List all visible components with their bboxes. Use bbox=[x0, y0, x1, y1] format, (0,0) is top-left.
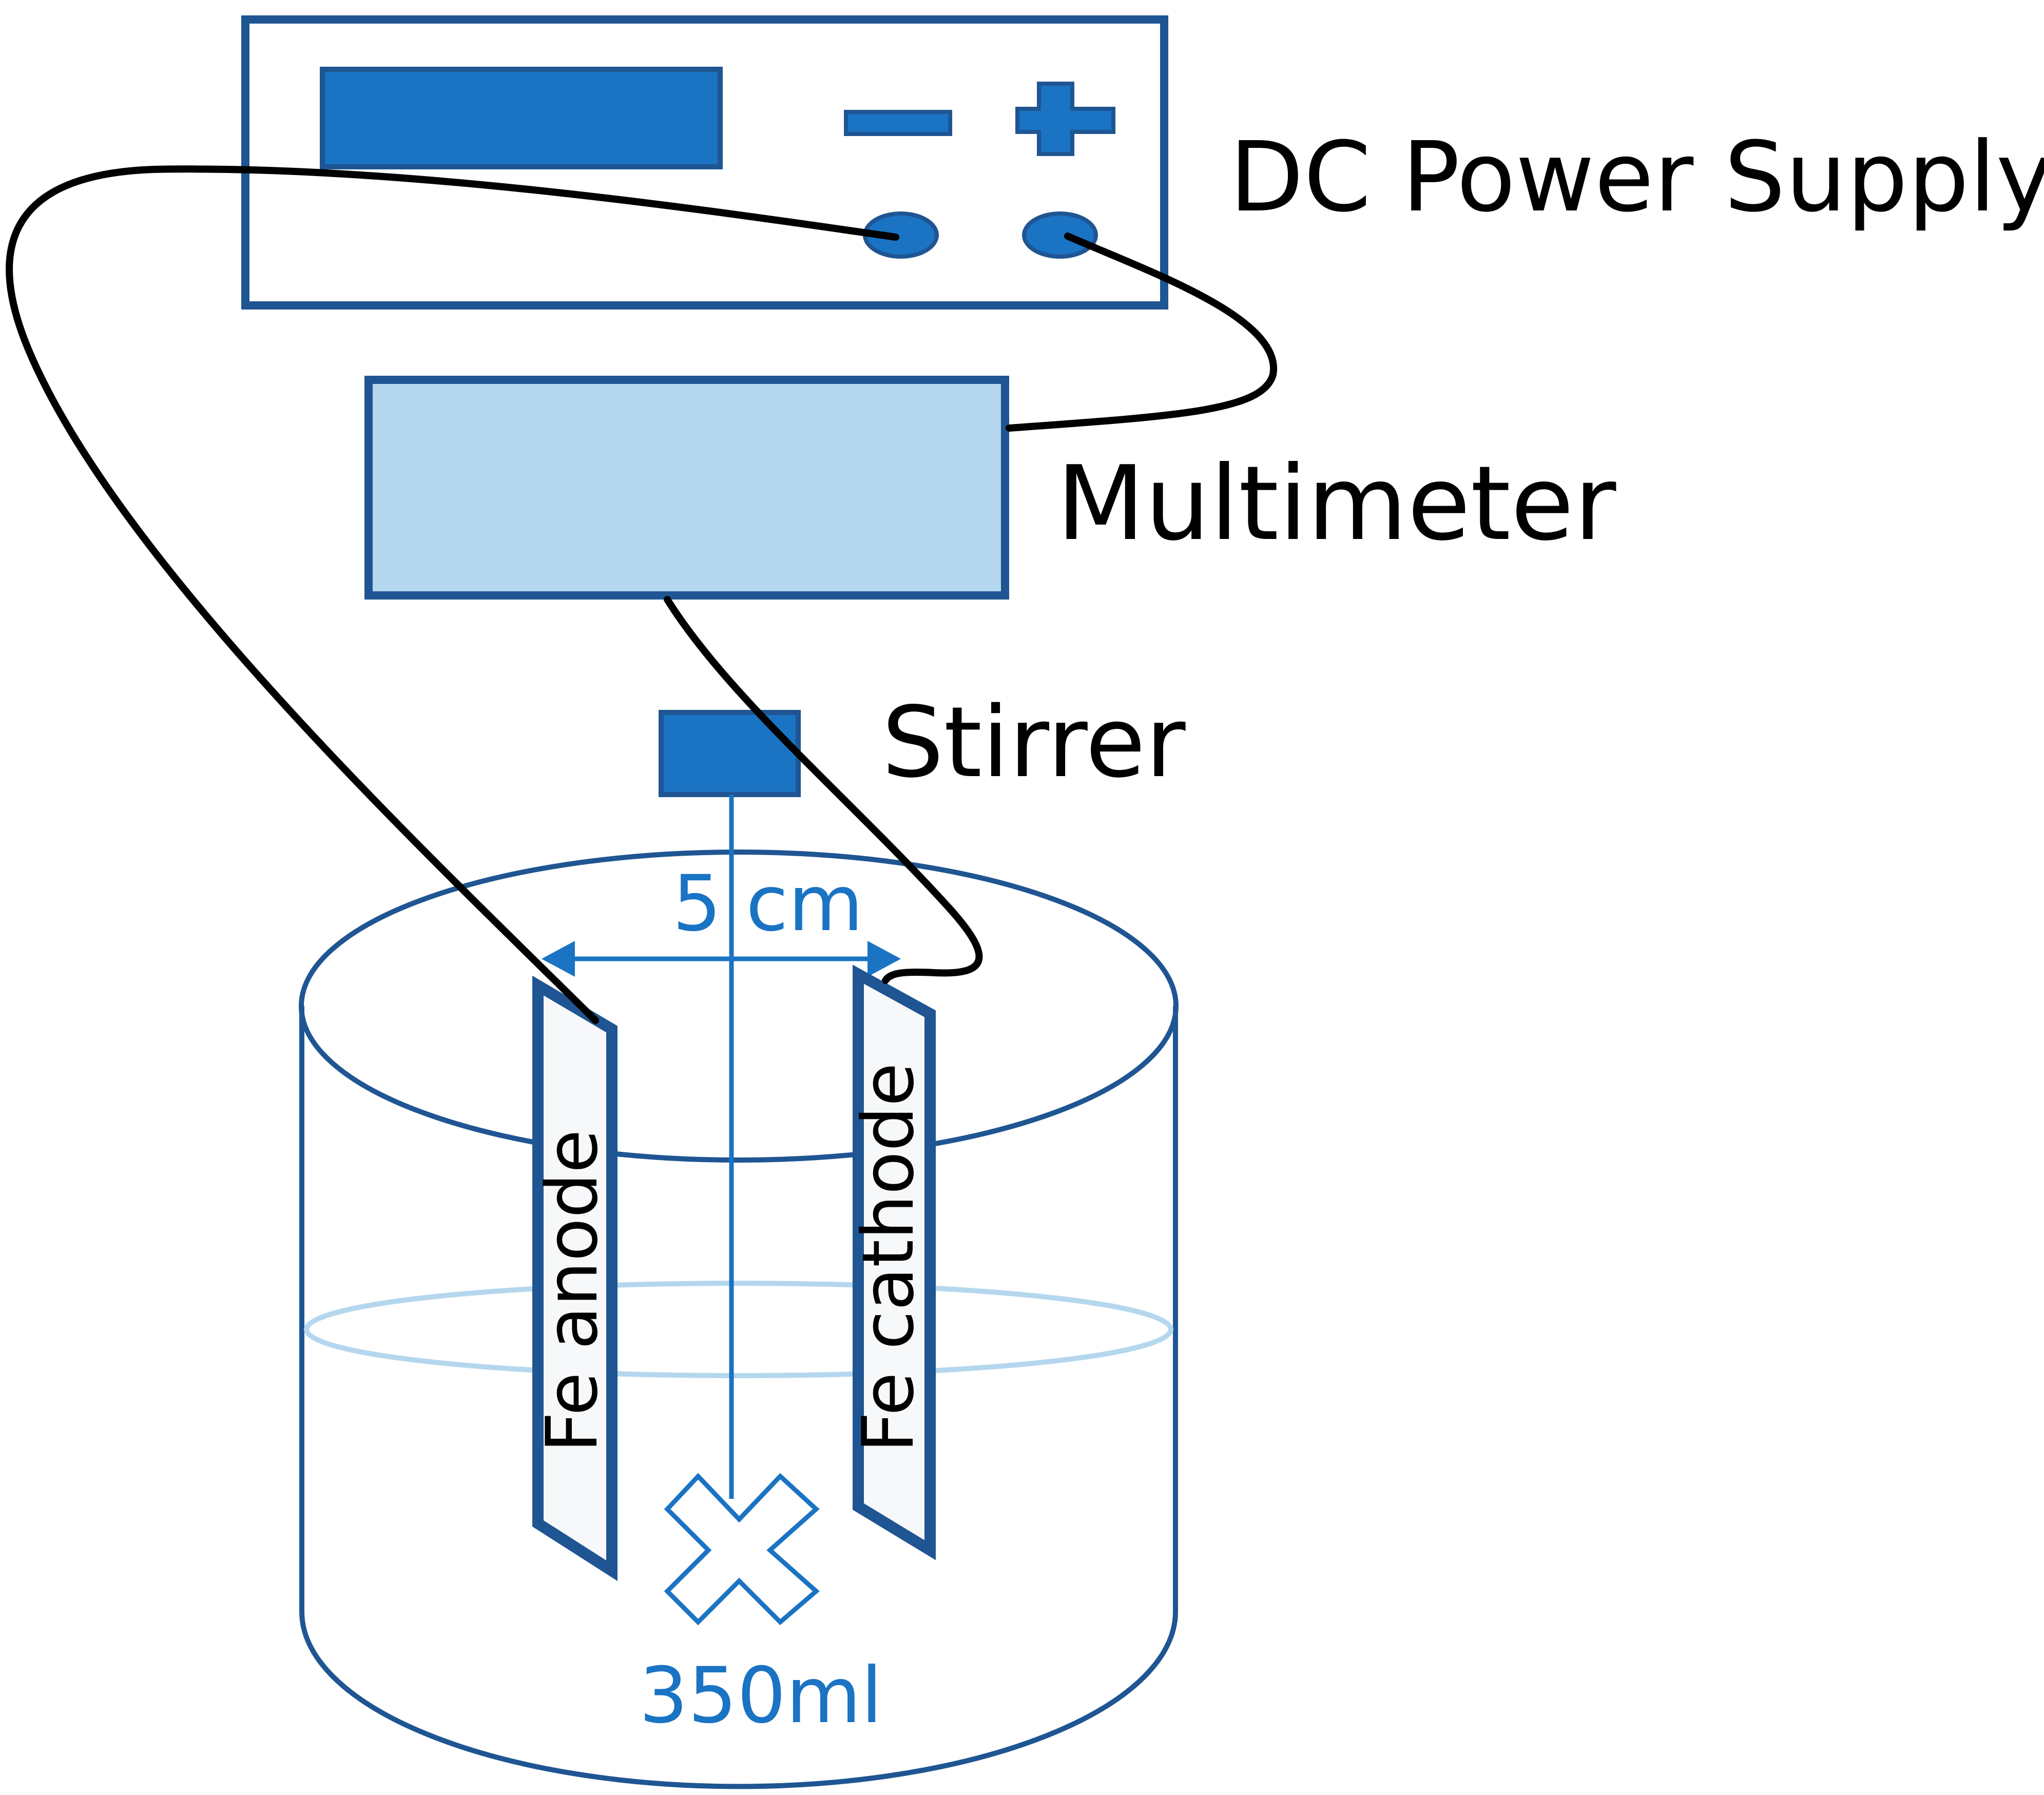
positive-terminal bbox=[1022, 211, 1098, 259]
distance-label: 5 cm bbox=[672, 859, 863, 949]
multimeter-label: Multimeter bbox=[1056, 444, 1616, 564]
fe-cathode-plate bbox=[853, 964, 936, 1560]
stirrer-impeller-icon bbox=[664, 1473, 820, 1626]
wire-negative-to-anode bbox=[6, 165, 899, 1024]
right-arrowhead-icon bbox=[867, 941, 901, 977]
wire-positive-to-multimeter bbox=[1006, 233, 1278, 432]
multimeter-box bbox=[364, 376, 1009, 600]
volume-label: 350ml bbox=[639, 1651, 882, 1741]
water-surface bbox=[304, 1281, 1173, 1378]
beaker bbox=[299, 850, 1179, 1789]
left-arrowhead-icon bbox=[542, 941, 575, 977]
minus-sign-icon bbox=[844, 110, 952, 136]
cathode-label: Fe cathode bbox=[847, 1063, 930, 1453]
dc-power-supply bbox=[241, 15, 1168, 310]
anode-label: Fe anode bbox=[531, 1129, 613, 1453]
wire-multimeter-to-cathode bbox=[664, 596, 983, 984]
beaker-rim bbox=[299, 850, 1179, 1163]
beaker-body bbox=[299, 1006, 1178, 1789]
stirrer-label: Stirrer bbox=[882, 686, 1186, 799]
stirrer-motor bbox=[659, 710, 801, 797]
power-supply-label: DC Power Supply bbox=[1229, 121, 2044, 234]
plus-sign-icon bbox=[1015, 82, 1115, 156]
distance-dimension bbox=[542, 941, 901, 977]
power-supply-display bbox=[320, 67, 723, 169]
